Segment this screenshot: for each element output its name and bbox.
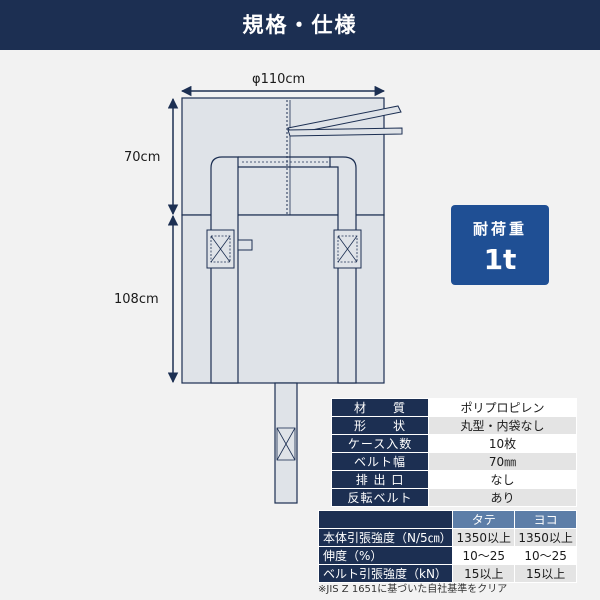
table-row: 伸度（%） 10～25 10～25 [317,546,577,565]
load-capacity-value: 1t [483,243,517,276]
column-header-horizontal: ヨコ [514,510,577,529]
strength-value: 15以上 [514,564,577,583]
spec-value: 10枚 [428,434,577,453]
spec-key: 排 出 口 [330,470,430,489]
strength-label: ベルト引張強度（kN） [317,564,454,583]
table-row: 材 質ポリプロピレン [330,398,577,417]
strength-label: 本体引張強度（N/5㎝） [317,528,454,547]
table-row: ベルト引張強度（kN） 15以上 15以上 [317,564,577,583]
strength-value: 10～25 [452,546,516,565]
spec-key: 材 質 [330,398,430,417]
table-row: 本体引張強度（N/5㎝） 1350以上 1350以上 [317,528,577,547]
spec-value: 70㎜ [428,452,577,471]
load-capacity-badge: 耐荷重 1t [451,205,549,285]
spec-value: 丸型・内袋なし [428,416,577,435]
table-row: 形 状丸型・内袋なし [330,416,577,435]
spec-key: 反転ベルト [330,488,430,507]
spec-key: ベルト幅 [330,452,430,471]
header-bar: 規格・仕様 [0,0,600,50]
strength-value: 15以上 [452,564,516,583]
strength-value: 1350以上 [452,528,516,547]
strength-table: タテ ヨコ 本体引張強度（N/5㎝） 1350以上 1350以上 伸度（%） 1… [317,510,577,583]
header-blank-cell [317,510,454,529]
table-row: 排 出 口なし [330,470,577,489]
strength-value: 1350以上 [514,528,577,547]
footnote: ※JIS Z 1651に基づいた自社基準をクリア [318,584,508,595]
strength-label: 伸度（%） [317,546,454,565]
spec-value: なし [428,470,577,489]
load-capacity-label: 耐荷重 [472,220,527,238]
table-row: 反転ベルトあり [330,488,577,507]
spec-value: あり [428,488,577,507]
strength-value: 10～25 [514,546,577,565]
spec-key: 形 状 [330,416,430,435]
table-header-row: タテ ヨコ [317,510,577,529]
reverse-belt [274,382,298,504]
page-title: 規格・仕様 [242,13,358,37]
spec-value: ポリプロピレン [428,398,577,417]
bottom-height-label: 108cm [114,292,159,307]
spec-key: ケース入数 [330,434,430,453]
column-header-vertical: タテ [452,510,516,529]
top-height-label: 70cm [124,150,161,165]
diameter-label: φ110cm [252,72,306,87]
